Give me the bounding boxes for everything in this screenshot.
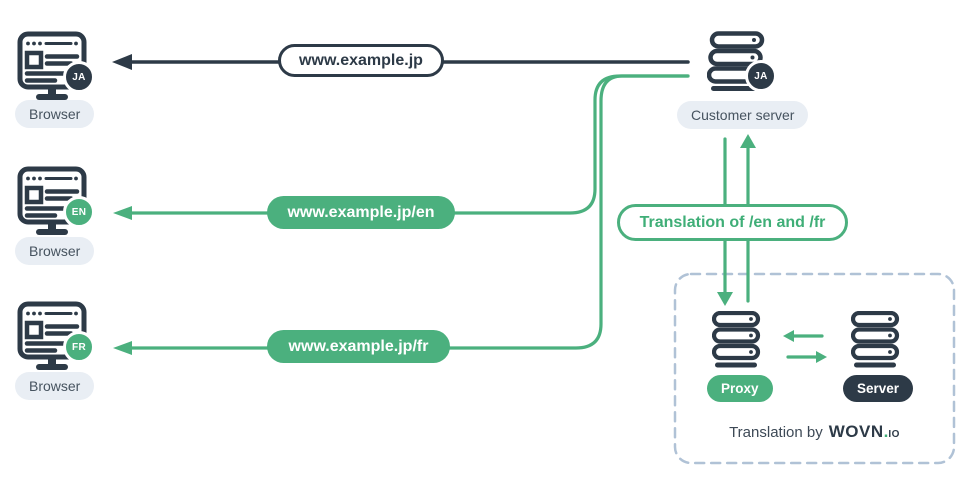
language-badge-ja: JA [63,61,95,93]
browser-en-label: Browser [15,237,95,265]
wovn-logo-dot: . [883,422,889,441]
customer-server-label: Customer server [677,101,809,129]
arrowhead-right [816,351,827,363]
server-icon [711,310,761,368]
arrowhead-en [113,206,132,220]
origin-server-icon-group [850,310,901,374]
url-pill-en: www.example.jp/en [267,196,455,229]
caption-prefix: Translation by [729,424,823,441]
url-pill-jp: www.example.jp [278,44,444,77]
customer-server-group: JA [706,31,777,98]
browser-ja-group: JA [17,31,95,107]
arrow-fr-line [129,74,690,350]
arrow-en-line [129,74,690,215]
arrowhead-left [783,330,794,342]
arrowhead-down [717,292,733,306]
browser-fr-label: Browser [15,372,95,400]
language-badge-server-ja: JA [745,60,777,92]
wovn-logo-io: io [888,429,900,440]
wovn-logo: WOVN [828,422,884,441]
url-pill-fr: www.example.jp/fr [267,330,450,363]
browser-ja-label: Browser [15,100,95,128]
translation-pill: Translation of /en and /fr [617,204,848,241]
server-icon [850,310,900,368]
arrowhead-up [740,134,756,148]
browser-icon [17,31,87,100]
browser-en-group: EN [17,166,95,242]
dashed-proxy-box-border [673,272,956,465]
server-pill: Server [843,375,914,402]
arrowhead-ja [112,54,132,70]
browser-fr-group: FR [17,301,95,377]
translation-by-caption: Translation by WOVN . io [674,422,955,442]
proxy-server-icon-group [711,310,762,374]
server-icon [706,31,765,91]
arrowhead-fr [113,341,132,355]
language-badge-fr: FR [63,331,95,363]
language-badge-en: EN [63,196,95,228]
proxy-pill: Proxy [707,375,773,402]
